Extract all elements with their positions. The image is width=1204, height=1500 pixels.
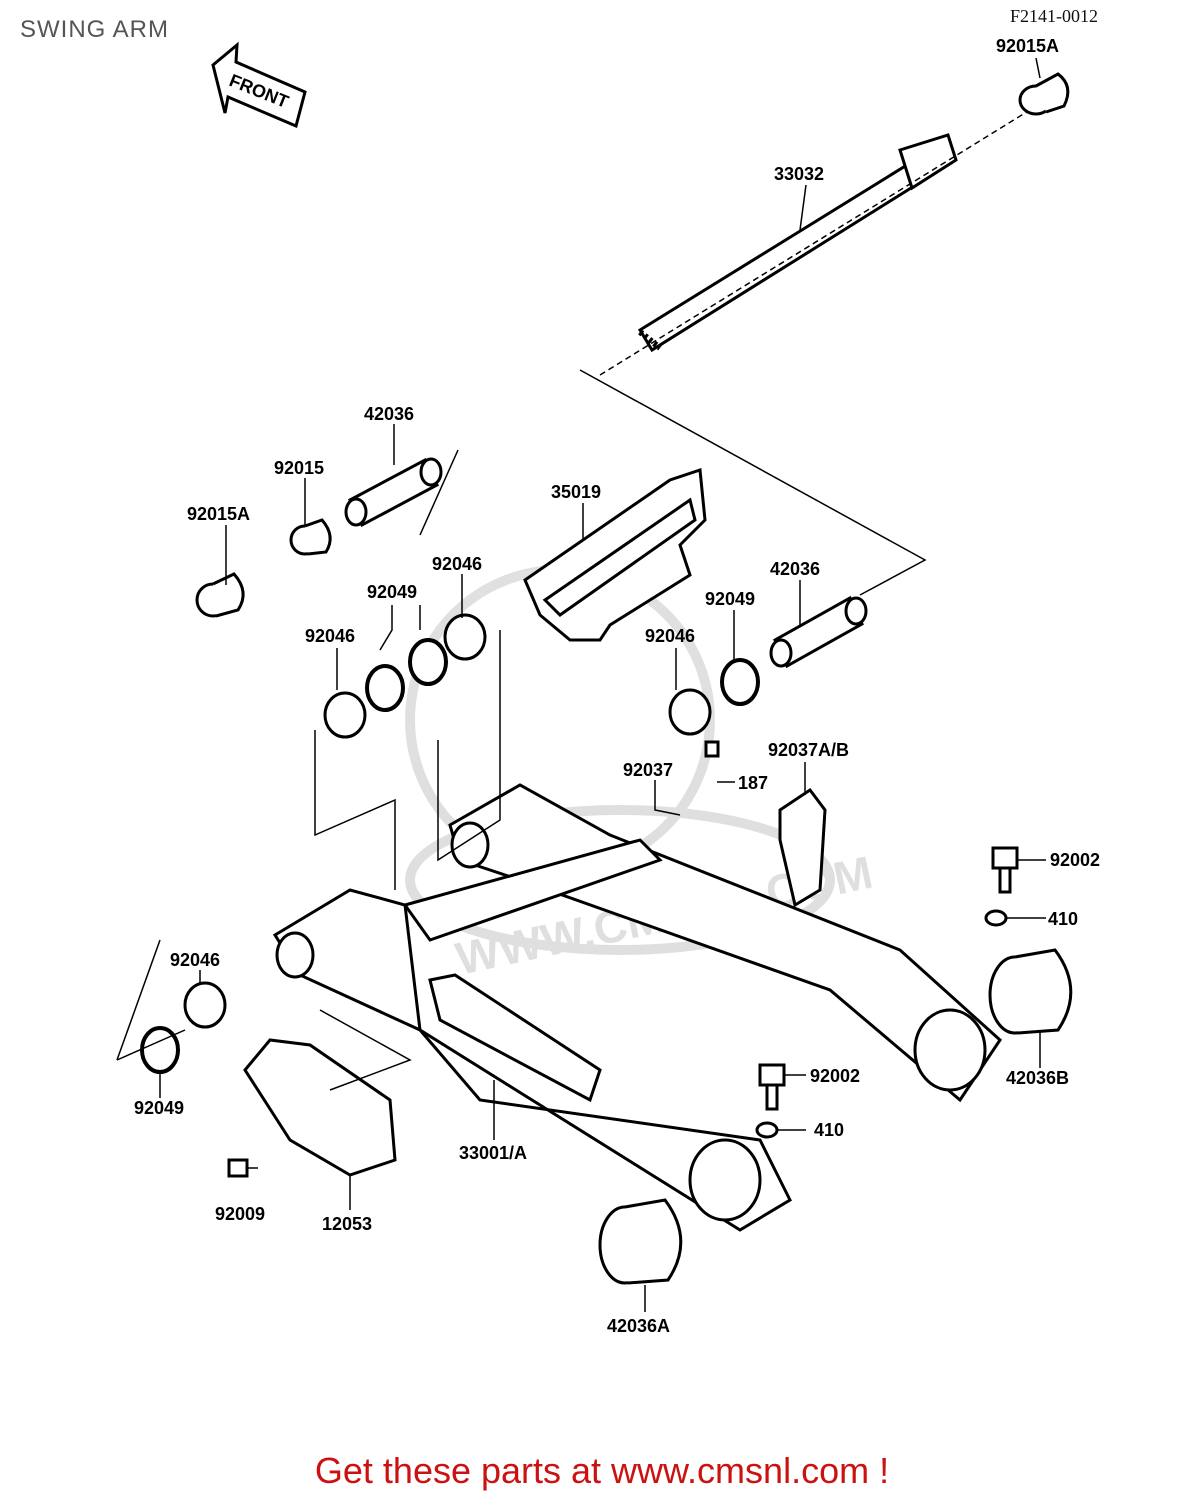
part-label: 92046	[432, 554, 482, 574]
part-label: 92046	[170, 950, 220, 970]
part-label: 92015A	[187, 504, 250, 524]
needle-bearings	[183, 613, 712, 1029]
page-title: SWING ARM	[20, 16, 170, 43]
hose-clamp	[778, 787, 827, 908]
part-label: 92015A	[996, 36, 1059, 56]
swing-arm-body	[272, 783, 1002, 1232]
part-label: 42036	[770, 559, 820, 579]
eccentric-adjusters	[598, 948, 1073, 1285]
part-label: 33032	[774, 164, 824, 184]
part-label: 92037A/B	[768, 740, 849, 760]
footer-link[interactable]: Get these parts at www.cmsnl.com !	[314, 1450, 890, 1491]
sleeve-right	[769, 595, 868, 669]
front-arrow-icon: FRONT	[211, 41, 307, 129]
part-label: 42036	[364, 404, 414, 424]
part-label: 187	[738, 773, 768, 793]
part-label: 92049	[134, 1098, 184, 1118]
collar-top	[1018, 72, 1070, 116]
axle-shaft	[637, 133, 958, 353]
part-label: 92002	[810, 1066, 860, 1086]
part-label: 92002	[1050, 850, 1100, 870]
oil-seals	[140, 638, 760, 1074]
part-label: 42036B	[1006, 1068, 1069, 1088]
part-label: 92046	[645, 626, 695, 646]
part-label: 33001/A	[459, 1143, 527, 1163]
part-label: 92009	[215, 1204, 265, 1224]
part-label: 92037	[623, 760, 673, 780]
chain-guide	[523, 467, 707, 642]
part-label: 92049	[367, 582, 417, 602]
part-label: 12053	[322, 1214, 372, 1234]
collar-left	[195, 518, 332, 618]
parts-diagram: WWW.CMSNL.COM FRONT	[116, 36, 1100, 1336]
leader-lines	[116, 57, 1046, 1312]
bolts	[227, 740, 1019, 1178]
part-label: 92015	[274, 458, 324, 478]
part-label: 92046	[305, 626, 355, 646]
chain-cover	[243, 1038, 397, 1177]
part-label: 35019	[551, 482, 601, 502]
part-labels: 92015A 33032 42036 92015 92015A 35019 92…	[134, 36, 1100, 1336]
part-label: 410	[814, 1120, 844, 1140]
figure-code: F2141-0012	[1010, 6, 1099, 26]
sleeve-left	[344, 457, 443, 528]
part-label: 92049	[705, 589, 755, 609]
part-label: 410	[1048, 909, 1078, 929]
part-label: 42036A	[607, 1316, 670, 1336]
